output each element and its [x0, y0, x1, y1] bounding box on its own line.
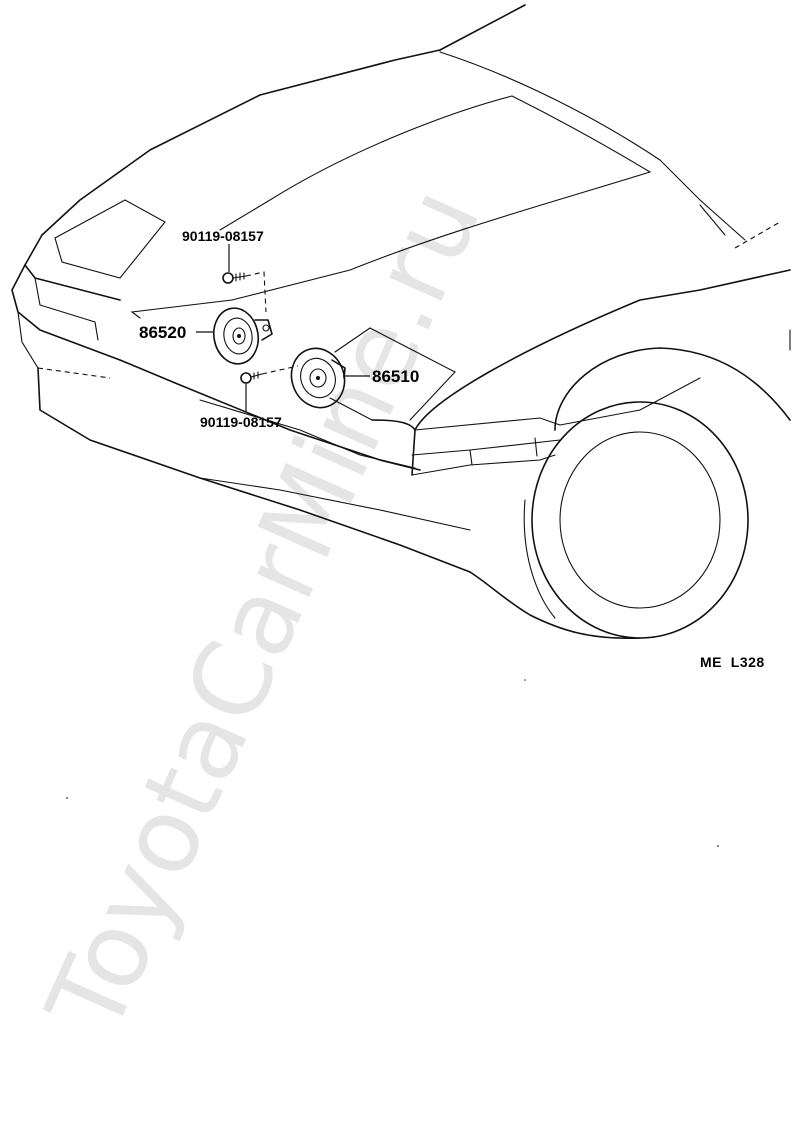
- watermark-text: ToyotaCarMine.ru: [23, 171, 504, 1052]
- scan-specks: [66, 679, 719, 847]
- callout-horn-high: 86510: [372, 367, 419, 386]
- callout-bolt-lower: 90119-08157: [200, 414, 282, 430]
- callout-bolt-upper: 90119-08157: [182, 228, 264, 244]
- leader-lines: [196, 244, 370, 412]
- horn-86520: [212, 307, 273, 365]
- bolt-lower: [240, 365, 299, 384]
- bolt-upper: [222, 271, 267, 313]
- callout-horn-low: 86520: [139, 323, 186, 342]
- horn-86510: [290, 347, 346, 409]
- car-body-drawing: [11, 4, 791, 640]
- tire-outline: [531, 401, 749, 639]
- figure-code: ME L328: [700, 654, 765, 670]
- watermark: ToyotaCarMine.ru: [23, 171, 504, 1052]
